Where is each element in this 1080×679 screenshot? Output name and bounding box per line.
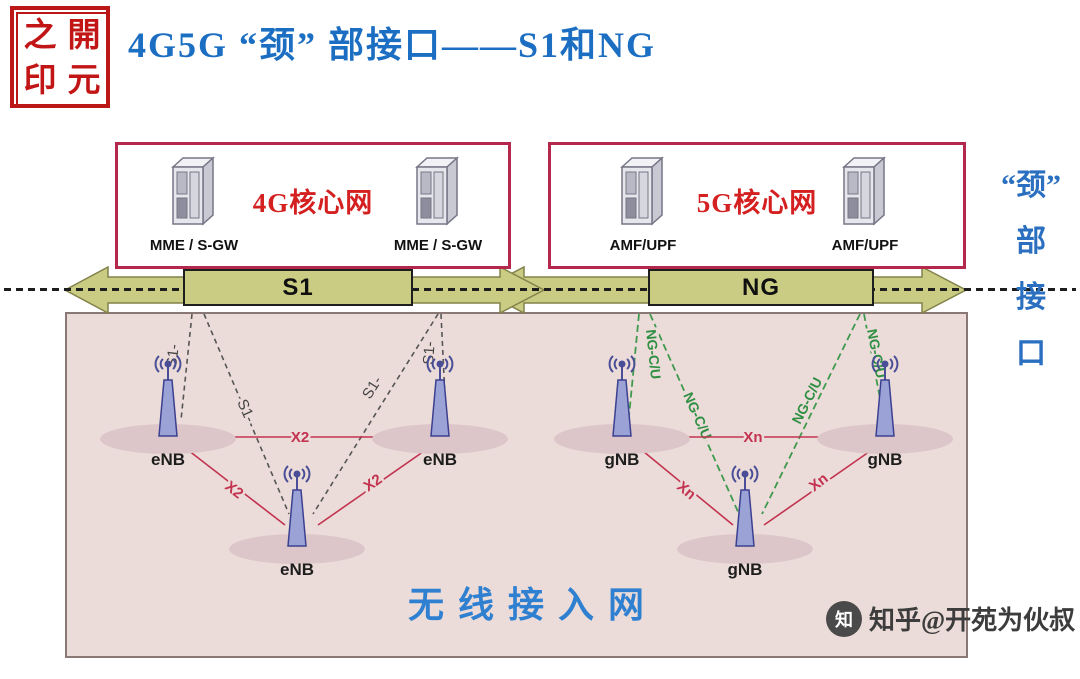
enb-station: eNB (229, 462, 365, 582)
page-title: 4G5G “颈” 部接口——S1和NG (128, 25, 657, 65)
station-label: gNB (727, 560, 763, 579)
core-network-5g-box: AMF/UPF 5G核心网 AMF/UPF (548, 142, 966, 269)
node-label-amf-upf: AMF/UPF (831, 237, 899, 254)
seal-logo: 之 開 印 元 (10, 6, 110, 108)
enb-station: eNB (372, 352, 508, 472)
s1-interface-label: S1 (183, 269, 413, 306)
enb-station: eNB (100, 352, 236, 472)
ng-interface-label: NG (648, 269, 874, 306)
core-network-4g-box: MME / S-GW 4G核心网 MME / S-GW (115, 142, 511, 269)
seal-char: 開 (67, 18, 101, 54)
node-label-amf-upf: AMF/UPF (609, 237, 677, 254)
neck-interface-side-note: “颈” 部 接 口 (986, 168, 1076, 392)
seal-char: 元 (67, 63, 101, 99)
node-label-mme-sgw: MME / S-GW (149, 237, 239, 254)
antenna-icon (731, 465, 759, 547)
gnb-station: gNB (817, 352, 953, 472)
core-5g-title: 5G核心网 (696, 188, 818, 218)
server-icon (620, 156, 664, 226)
side-note-line: 口 (1016, 337, 1046, 370)
station-label: eNB (279, 560, 314, 579)
server-icon (171, 156, 215, 226)
server-icon (842, 156, 886, 226)
zhihu-logo-icon: 知 (826, 600, 862, 637)
station-label: eNB (150, 450, 185, 469)
seal-char: 之 (23, 18, 57, 54)
neck-dashed-line (4, 288, 1076, 291)
antenna-icon (871, 355, 899, 437)
antenna-icon (154, 355, 182, 437)
watermark: 知 知乎@开苑为伙叔 (826, 600, 1075, 637)
ran-caption: 无线接入网 (408, 585, 659, 625)
gnb-station: gNB (677, 462, 813, 582)
band-pedestal-ng (703, 301, 818, 311)
side-note-line: 部 (1016, 225, 1046, 258)
antenna-icon (608, 355, 636, 437)
seal-char: 印 (23, 63, 57, 99)
station-label: eNB (422, 450, 457, 469)
band-pedestal-s1 (235, 301, 350, 311)
server-icon (415, 156, 459, 226)
antenna-icon (283, 465, 311, 547)
core-4g-title: 4G核心网 (252, 188, 374, 218)
side-note-line: “颈” (1001, 169, 1061, 202)
station-label: gNB (867, 450, 903, 469)
antenna-icon (426, 355, 454, 437)
gnb-station: gNB (554, 352, 690, 472)
seal-frame: 之 開 印 元 (16, 12, 108, 106)
node-label-mme-sgw: MME / S-GW (393, 237, 483, 254)
watermark-text: 知乎@开苑为伙叔 (869, 606, 1076, 635)
side-note-line: 接 (1016, 281, 1046, 314)
station-label: gNB (604, 450, 640, 469)
